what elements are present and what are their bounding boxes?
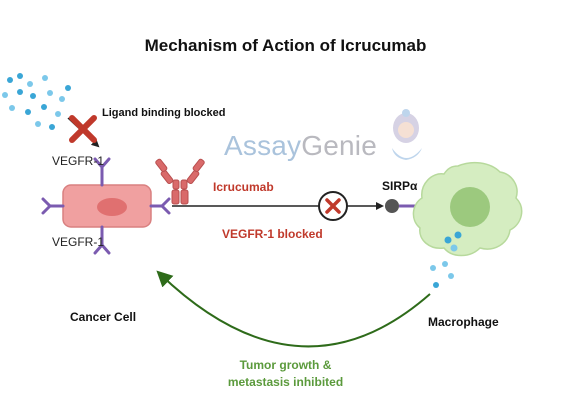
- macrophage-nucleus: [450, 187, 490, 227]
- outcome-label-line-2: metastasis inhibited: [227, 375, 344, 389]
- vegfr1-bottom-label: VEGFR-1: [52, 235, 105, 249]
- receptor-left: [41, 197, 65, 215]
- cancer-cell-label: Cancer Cell: [70, 310, 137, 324]
- outcome-arrow: [156, 270, 431, 348]
- diagram-title: Mechanism of Action of Icrucumab: [144, 36, 427, 55]
- cancer-cell: [62, 184, 152, 228]
- antibody-icon: [155, 158, 205, 205]
- drug-label: Icrucumab: [213, 180, 274, 194]
- inhibition-x-icon: [318, 191, 348, 221]
- genie-logo-icon: [392, 109, 422, 160]
- ligand-blocked-label: Ligand binding blocked: [102, 107, 226, 119]
- outcome-label: Tumor growth & metastasis inhibited: [0, 357, 571, 391]
- outcome-label-line-1: Tumor growth &: [239, 358, 332, 372]
- macrophage-label: Macrophage: [428, 315, 499, 329]
- receptor-top: [93, 157, 111, 187]
- watermark: AssayGenie: [224, 132, 377, 160]
- vegfr1-top-label: VEGFR-1: [52, 154, 105, 168]
- secreted-dots: [430, 231, 462, 288]
- watermark-part-1: Assay: [224, 130, 302, 161]
- macrophage-cell: [412, 161, 523, 257]
- watermark-part-2: Genie: [301, 130, 377, 161]
- receptor-bottom: [93, 225, 111, 255]
- vegfr1-blocked-label: VEGFR-1 blocked: [222, 227, 323, 241]
- receptor-label: SIRPα: [382, 179, 418, 193]
- cancer-nucleus: [97, 198, 127, 216]
- receptor-right: [149, 197, 171, 215]
- ligand-dots: [2, 73, 71, 130]
- block-x-icon: [69, 115, 97, 143]
